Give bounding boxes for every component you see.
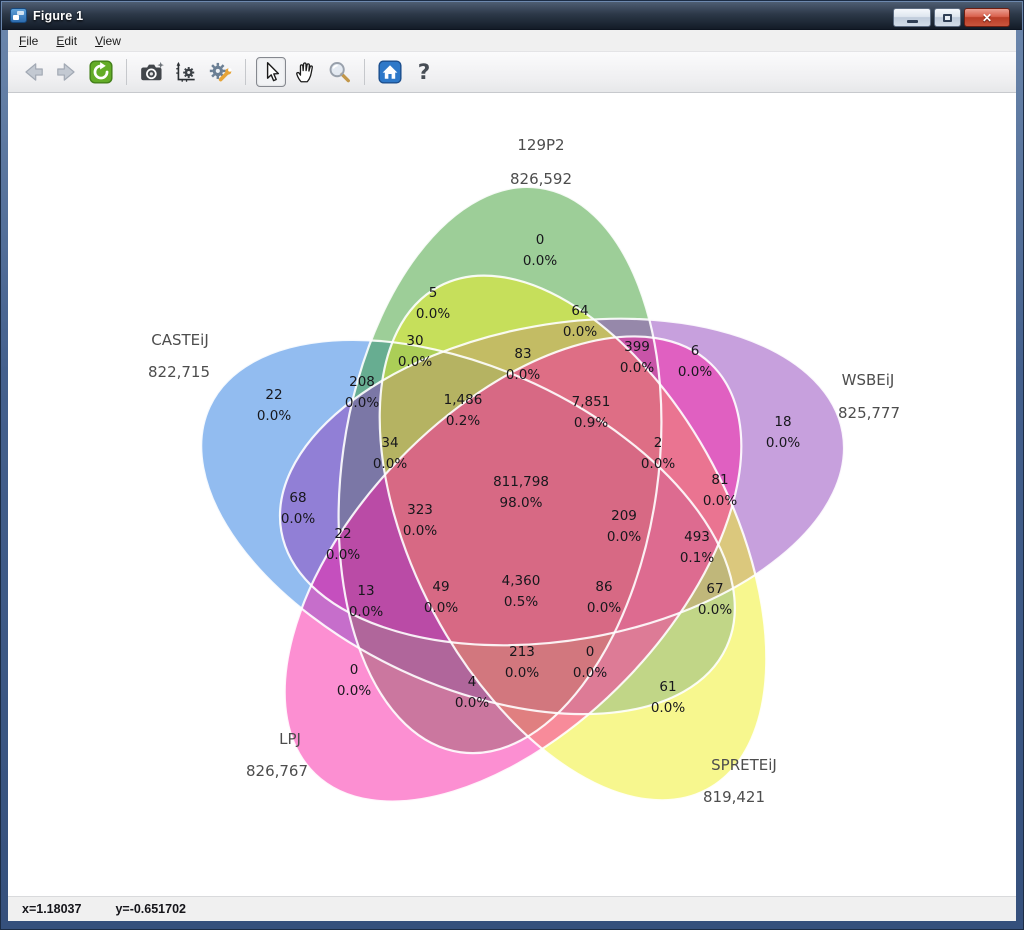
title-bar[interactable]: Figure 1 ✕ (2, 2, 1022, 30)
minimize-button[interactable] (893, 8, 931, 27)
toolbar: ? (8, 52, 1016, 93)
set-name-129P2: 129P2 (517, 136, 565, 154)
set-total-WSBEiJ: 825,777 (837, 404, 901, 422)
set-total-129P2: 826,592 (509, 170, 573, 188)
venn-ellipse-LPJ (284, 336, 742, 802)
maximize-icon (943, 13, 952, 22)
help-button[interactable]: ? (409, 57, 439, 87)
menu-item-edit[interactable]: Edit (56, 33, 78, 48)
venn-ellipse-outline-CASTEiJ (200, 338, 736, 716)
set-name-WSBEiJ: WSBEiJ (841, 371, 895, 389)
customize-button[interactable] (205, 57, 235, 87)
venn-ellipse-outline-SPRETEiJ (378, 274, 768, 802)
subplots-button[interactable] (171, 57, 201, 87)
menu-item-view[interactable]: View (95, 33, 121, 48)
maximize-button[interactable] (934, 8, 961, 27)
refresh-button[interactable] (86, 57, 116, 87)
zoom-magnifier-icon (326, 59, 352, 85)
set-total-CASTEiJ: 822,715 (147, 363, 211, 381)
venn-diagram (200, 185, 846, 803)
set-total-SPRETEiJ: 819,421 (702, 788, 766, 806)
cursor-y-readout: y=-0.651702 (115, 902, 186, 916)
zoom-magnifier-button[interactable] (324, 57, 354, 87)
minimize-icon (906, 19, 918, 23)
menu-item-file[interactable]: File (19, 33, 39, 48)
set-total-LPJ: 826,767 (245, 762, 309, 780)
set-name-SPRETEiJ: SPRETEiJ (711, 756, 777, 774)
venn-ellipse-outline-LPJ (283, 335, 743, 803)
toolbar-separator (364, 59, 365, 85)
customize-icon (207, 59, 233, 85)
toolbar-separator (245, 59, 246, 85)
back-arrow-button[interactable] (18, 57, 48, 87)
pointer-button[interactable] (256, 57, 286, 87)
toolbar-separator (126, 59, 127, 85)
pan-hand-icon (292, 59, 318, 85)
pan-hand-button[interactable] (290, 57, 320, 87)
menu-bar: File Edit View (8, 30, 1016, 52)
pointer-icon (259, 59, 283, 85)
venn-ellipse-outline-WSBEiJ (278, 317, 846, 647)
help-icon: ? (411, 59, 437, 85)
window-controls: ✕ (893, 8, 1010, 27)
forward-arrow-icon (54, 59, 80, 85)
camera-button[interactable] (137, 57, 167, 87)
cursor-x-readout: x=1.18037 (22, 902, 82, 916)
close-icon: ✕ (981, 10, 993, 25)
figure-app-icon (10, 8, 27, 23)
venn-ellipse-outline-129P2 (337, 185, 663, 755)
set-name-LPJ: LPJ (279, 730, 301, 748)
camera-icon (139, 59, 165, 85)
subplots-icon (173, 59, 199, 85)
forward-arrow-button[interactable] (52, 57, 82, 87)
set-name-CASTEiJ: CASTEiJ (151, 331, 209, 349)
refresh-icon (88, 59, 114, 85)
close-button[interactable]: ✕ (964, 8, 1010, 27)
svg-text:?: ? (418, 60, 431, 85)
back-arrow-icon (20, 59, 46, 85)
home-button[interactable] (375, 57, 405, 87)
home-icon (377, 59, 403, 85)
status-bar: x=1.18037 y=-0.651702 (8, 896, 1016, 921)
window-title: Figure 1 (33, 8, 84, 23)
